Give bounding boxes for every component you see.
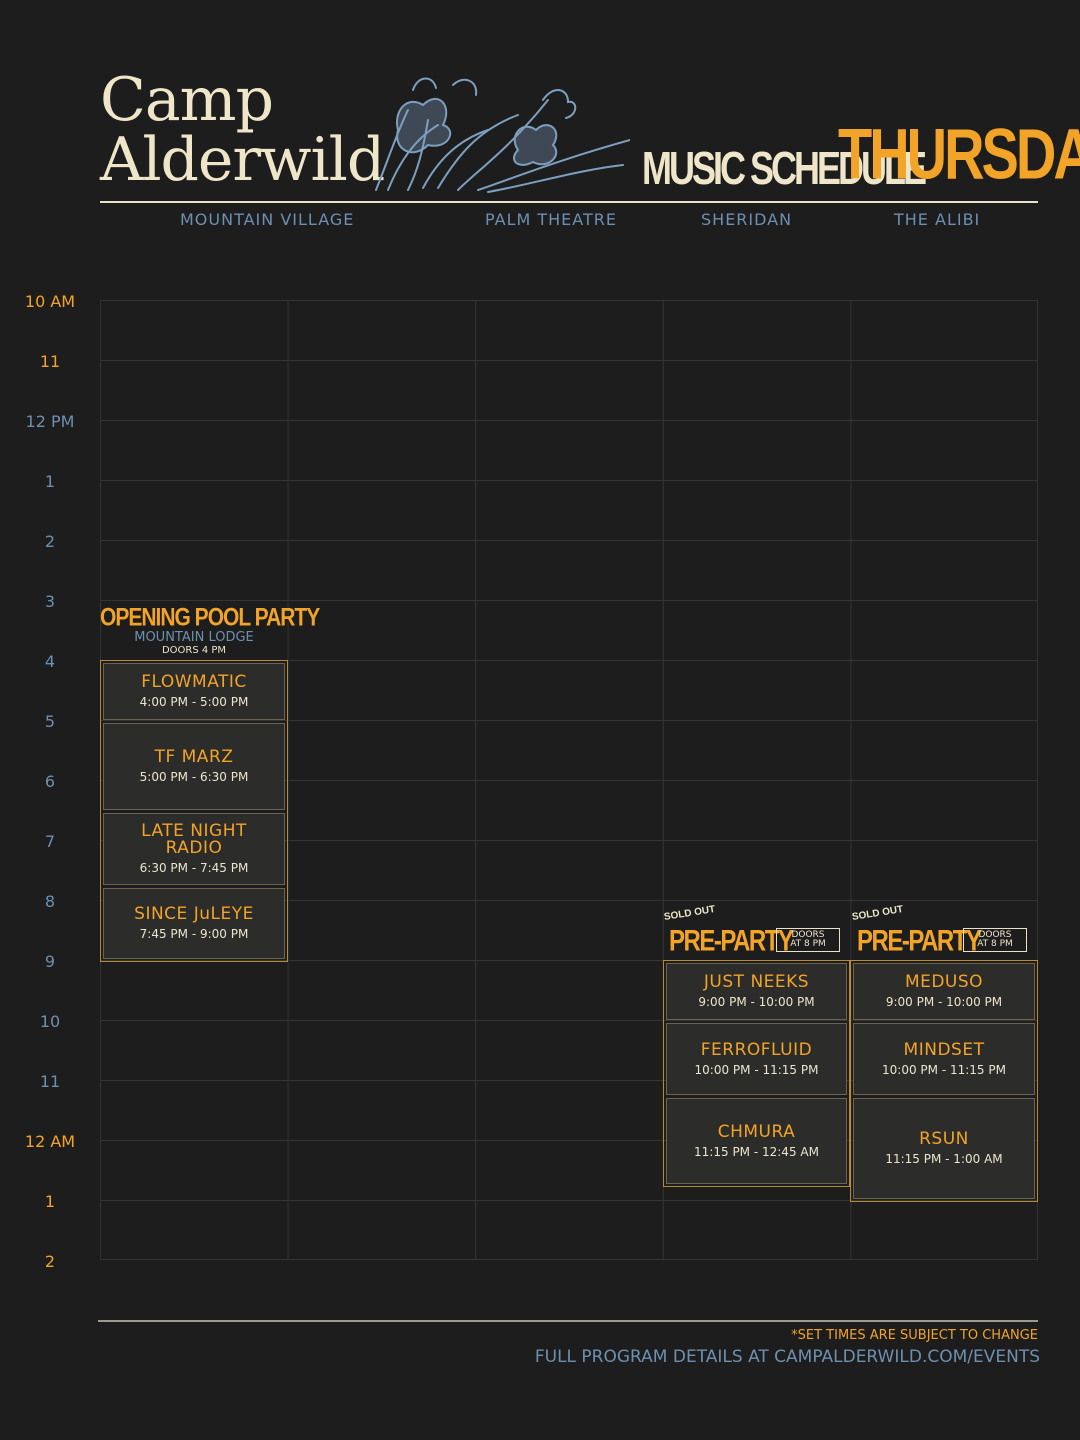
hour-label: 9 xyxy=(44,952,56,971)
venue-palm-theatre: PALM THEATRE xyxy=(485,210,617,229)
event-time: 9:00 PM - 10:00 PM xyxy=(698,995,815,1009)
event-card[interactable]: FERROFLUID 10:00 PM - 11:15 PM xyxy=(666,1023,847,1095)
venue-mountain-village: MOUNTAIN VILLAGE xyxy=(180,210,355,229)
event-name: MINDSET xyxy=(903,1039,985,1060)
event-card[interactable]: FLOWMATIC 4:00 PM - 5:00 PM xyxy=(103,663,285,720)
footer-divider xyxy=(98,1320,1038,1322)
hour-label: 2 xyxy=(44,532,56,551)
event-time: 11:15 PM - 12:45 AM xyxy=(694,1144,819,1159)
event-time: 9:00 PM - 10:00 PM xyxy=(885,995,1003,1009)
hour-label: 10 AM xyxy=(24,292,76,311)
brand-logo: Camp Alderwild xyxy=(100,65,385,195)
event-name: RSUN xyxy=(919,1129,969,1149)
brand-line-1: Camp xyxy=(100,65,274,135)
header-divider xyxy=(100,201,1038,203)
event-time: 10:00 PM - 11:15 PM xyxy=(694,1062,819,1077)
event-name: CHMURA xyxy=(717,1121,796,1142)
event-time: 10:00 PM - 11:15 PM xyxy=(882,1062,1006,1077)
event-time: 5:00 PM - 6:30 PM xyxy=(139,770,249,784)
music-schedule-title: MUSIC SCHEDULE xyxy=(642,142,927,195)
doors-label: DOORS xyxy=(978,930,1012,940)
hour-label: 1 xyxy=(44,472,56,491)
iris-flower-illustration xyxy=(375,77,630,193)
hour-label: 10 xyxy=(39,1012,61,1031)
event-name: LATE NIGHT RADIO xyxy=(141,821,247,858)
hour-label: 6 xyxy=(44,772,56,791)
hour-label: 7 xyxy=(44,832,56,851)
event-card[interactable]: RSUN 11:15 PM - 1:00 AM xyxy=(853,1098,1035,1199)
event-card[interactable]: TF MARZ 5:00 PM - 6:30 PM xyxy=(103,723,285,810)
pre-party-title: PRE-PARTY xyxy=(857,924,982,958)
doors-label: DOORS xyxy=(791,930,825,940)
event-name: MEDUSO xyxy=(904,972,984,992)
pool-party-frame xyxy=(100,660,288,962)
event-card[interactable]: LATE NIGHT RADIO 6:30 PM - 7:45 PM xyxy=(103,813,285,885)
doors-time: AT 8 PM xyxy=(977,939,1013,949)
hour-label: 8 xyxy=(44,892,56,911)
footer-program-link[interactable]: FULL PROGRAM DETAILS AT CAMPALDERWILD.CO… xyxy=(534,1347,1040,1367)
event-card[interactable]: MEDUSO 9:00 PM - 10:00 PM xyxy=(853,963,1035,1020)
doors-time-box: DOORS AT 8 PM xyxy=(776,928,840,952)
event-name: FLOWMATIC xyxy=(141,672,247,692)
hour-label: 11 xyxy=(39,352,61,371)
event-name: JUST NEEKS xyxy=(703,972,810,992)
event-name: SINCE JuLEYE xyxy=(134,904,254,924)
pool-party-doors: DOORS 4 PM xyxy=(161,645,227,656)
hour-label: 1 xyxy=(44,1192,56,1211)
venue-sheridan: SHERIDAN xyxy=(701,210,793,229)
event-name: TF MARZ xyxy=(154,747,234,767)
doors-time: AT 8 PM xyxy=(790,939,826,949)
alibi-frame xyxy=(850,960,1038,1202)
day-title: THURSDAY xyxy=(838,113,1080,194)
event-time: 4:00 PM - 5:00 PM xyxy=(139,695,249,709)
pool-party-location: MOUNTAIN LODGE xyxy=(134,630,254,645)
event-time: 6:30 PM - 7:45 PM xyxy=(139,861,249,875)
hour-label: 12 PM xyxy=(25,412,75,431)
event-name: FERROFLUID xyxy=(700,1039,813,1060)
hour-label: 12 AM xyxy=(24,1132,76,1151)
event-card[interactable]: CHMURA 11:15 PM - 12:45 AM xyxy=(666,1098,847,1184)
event-time: 7:45 PM - 9:00 PM xyxy=(139,927,249,941)
hour-label: 3 xyxy=(44,592,56,611)
hour-label: 11 xyxy=(39,1072,61,1091)
pool-party-title: OPENING POOL PARTY xyxy=(100,604,320,632)
pre-party-title: PRE-PARTY xyxy=(669,924,794,958)
event-card[interactable]: MINDSET 10:00 PM - 11:15 PM xyxy=(853,1023,1035,1095)
venue-the-alibi: THE ALIBI xyxy=(894,210,981,229)
footer-disclaimer: *SET TIMES ARE SUBJECT TO CHANGE xyxy=(791,1328,1038,1343)
doors-time-box: DOORS AT 8 PM xyxy=(963,928,1027,952)
hour-label: 4 xyxy=(44,652,56,671)
event-card[interactable]: SINCE JuLEYE 7:45 PM - 9:00 PM xyxy=(103,888,285,959)
brand-line-2: Alderwild xyxy=(100,125,385,195)
sheridan-frame xyxy=(663,960,850,1187)
event-card[interactable]: JUST NEEKS 9:00 PM - 10:00 PM xyxy=(666,963,847,1020)
hour-label: 5 xyxy=(44,712,56,731)
event-time: 11:15 PM - 1:00 AM xyxy=(885,1152,1003,1166)
hour-label: 2 xyxy=(44,1252,56,1271)
